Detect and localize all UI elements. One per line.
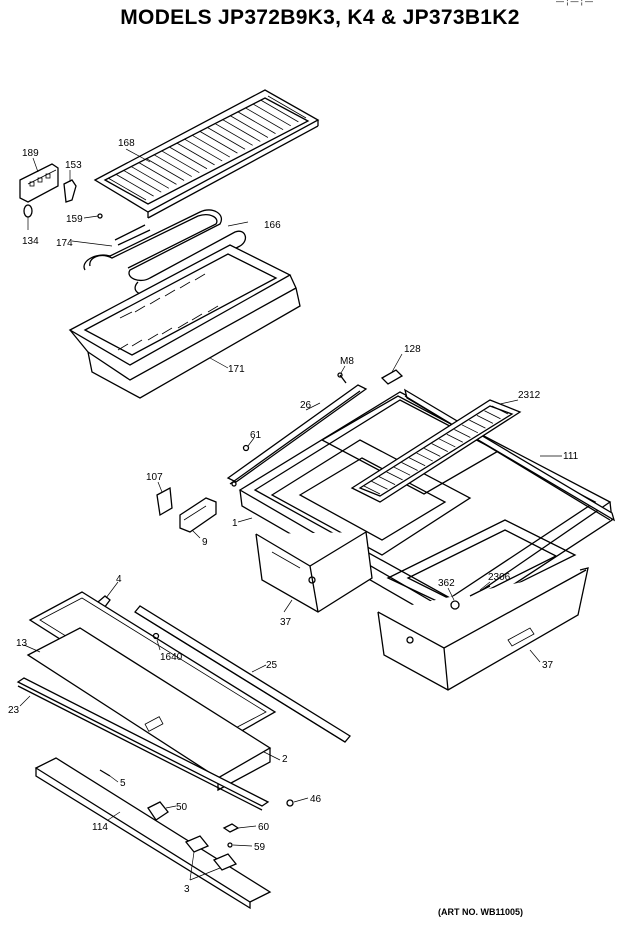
art-number: (ART NO. WB11005) <box>438 907 524 917</box>
label-26: 26 <box>300 400 312 411</box>
label-171: 171 <box>228 364 245 375</box>
burner-box-right-drawing <box>377 567 589 691</box>
label-168: 168 <box>118 138 135 149</box>
label-166: 166 <box>264 220 281 231</box>
label-107: 107 <box>146 472 163 483</box>
label-50: 50 <box>176 802 188 813</box>
label-159: 159 <box>66 214 83 225</box>
screw-5-drawing <box>99 769 111 777</box>
part-labels: 189 153 168 159 166 134 174 171 M8 128 2… <box>8 138 579 895</box>
part-362-drawing <box>450 600 460 610</box>
page-title: MODELS JP372B9K3, K4 & JP373B1K2 <box>120 6 520 29</box>
label-61: 61 <box>250 430 262 441</box>
bracket-153-drawing <box>63 179 77 203</box>
label-1640: 1640 <box>160 652 183 663</box>
part-46-drawing <box>286 799 294 807</box>
label-2312: 2312 <box>518 390 541 401</box>
part-60-drawing <box>222 823 240 833</box>
label-174: 174 <box>56 238 73 249</box>
drip-pan-drawing <box>68 244 301 399</box>
label-9: 9 <box>202 537 208 548</box>
label-23: 23 <box>8 705 20 716</box>
bracket-128-drawing <box>380 369 404 385</box>
label-13: 13 <box>16 638 28 649</box>
leader-lines <box>19 148 562 881</box>
strip-23-drawing <box>16 677 270 811</box>
label-4: 4 <box>116 574 122 585</box>
terminal-block-drawing <box>19 163 59 203</box>
part-m8-drawing <box>337 372 347 384</box>
bracket-107-drawing <box>156 486 173 517</box>
part-1640-drawing <box>152 632 160 640</box>
part-50-drawing <box>147 801 169 821</box>
label-25: 25 <box>266 660 278 671</box>
label-60: 60 <box>258 822 270 833</box>
burner-box-left-drawing <box>255 531 373 613</box>
label-3: 3 <box>184 884 190 895</box>
label-37-right: 37 <box>542 660 554 671</box>
screw-61-drawing <box>242 444 250 452</box>
label-189: 189 <box>22 148 39 159</box>
label-111: 111 <box>563 451 579 462</box>
griddle-grate-drawing <box>350 399 522 503</box>
label-134: 134 <box>22 236 39 247</box>
label-114: 114 <box>92 822 108 833</box>
rail-25-drawing <box>134 605 351 743</box>
label-5: 5 <box>120 778 126 789</box>
label-128: 128 <box>404 344 421 355</box>
label-2: 2 <box>282 754 288 765</box>
grill-grate-drawing <box>93 89 320 219</box>
label-m8: M8 <box>340 356 354 367</box>
bracket-9-drawing <box>179 497 217 533</box>
label-362: 362 <box>438 578 455 589</box>
housing-114-drawing <box>34 757 272 910</box>
screw-159-drawing <box>97 213 103 219</box>
switches-3-drawing <box>184 835 238 871</box>
top-edge-marks: — ¦ — ¦ — <box>556 0 594 6</box>
label-1: 1 <box>232 518 238 529</box>
clip-134-drawing <box>23 204 33 218</box>
label-153: 153 <box>65 160 82 171</box>
trim-rail-26-drawing <box>226 384 368 487</box>
part-2306-drawing <box>469 585 491 597</box>
label-37-left: 37 <box>280 617 292 628</box>
label-46: 46 <box>310 794 322 805</box>
label-2306: 2306 <box>488 572 511 583</box>
part-59-drawing <box>227 842 233 848</box>
label-59: 59 <box>254 842 266 853</box>
